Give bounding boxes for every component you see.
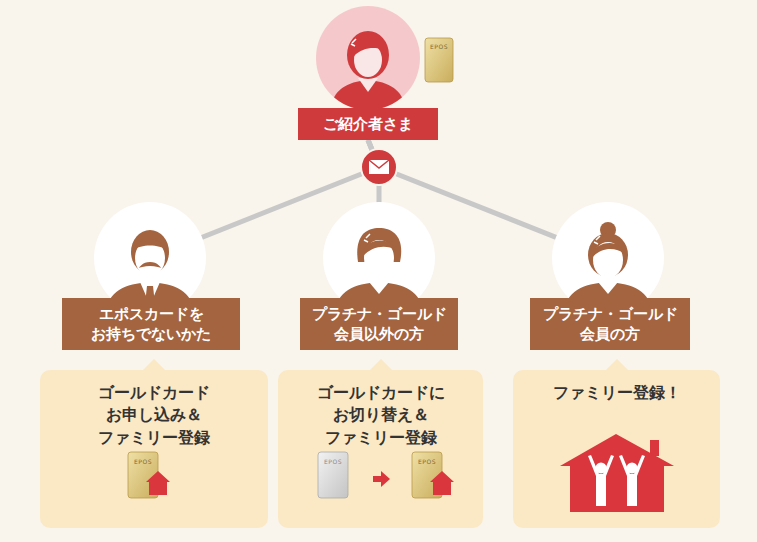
band-text: プラチナ・ゴールド 会員以外の方 [308,304,450,345]
category-band: プラチナ・ゴールド 会員の方 [530,298,690,350]
silver-card [318,452,348,498]
figure-collar [358,78,378,92]
gold-card [425,38,453,82]
bubble-text: ファミリー登録！ [533,382,700,404]
card-brand: EPOS [318,459,348,465]
figure-shine [351,39,356,46]
house-icon [430,471,454,495]
gold-card [412,452,442,498]
figure-fringe [354,42,383,56]
category-band: プラチナ・ゴールド 会員以外の方 [300,298,458,350]
envelope-icon [361,149,397,185]
card-brand: EPOS [412,459,442,465]
action-bubble: ゴールドカードに お切り替え＆ ファミリー登録 [278,370,483,528]
card-brand: EPOS [128,459,158,465]
action-bubble: ゴールドカード お申し込み＆ ファミリー登録 [40,370,268,528]
band-text: エポスカードを お持ちでないかた [70,304,232,345]
house-icon [146,471,170,495]
referrer-band: ご紹介者さま [298,108,438,140]
referrer-figure [316,6,420,112]
gold-card [128,452,158,498]
family-house-icon [560,434,674,512]
card-brand: EPOS [425,44,453,50]
bubble-text: ゴールドカード お申し込み＆ ファミリー登録 [60,382,248,449]
category-band: エポスカードを お持ちでないかた [62,298,240,350]
band-text: プラチナ・ゴールド 会員の方 [538,304,682,345]
switch-arrow [373,471,390,487]
bubble-text: ゴールドカードに お切り替え＆ ファミリー登録 [298,382,463,449]
action-bubble: ファミリー登録！ [513,370,720,528]
band-text: ご紹介者さま [323,114,413,134]
figure-hair [347,31,389,79]
